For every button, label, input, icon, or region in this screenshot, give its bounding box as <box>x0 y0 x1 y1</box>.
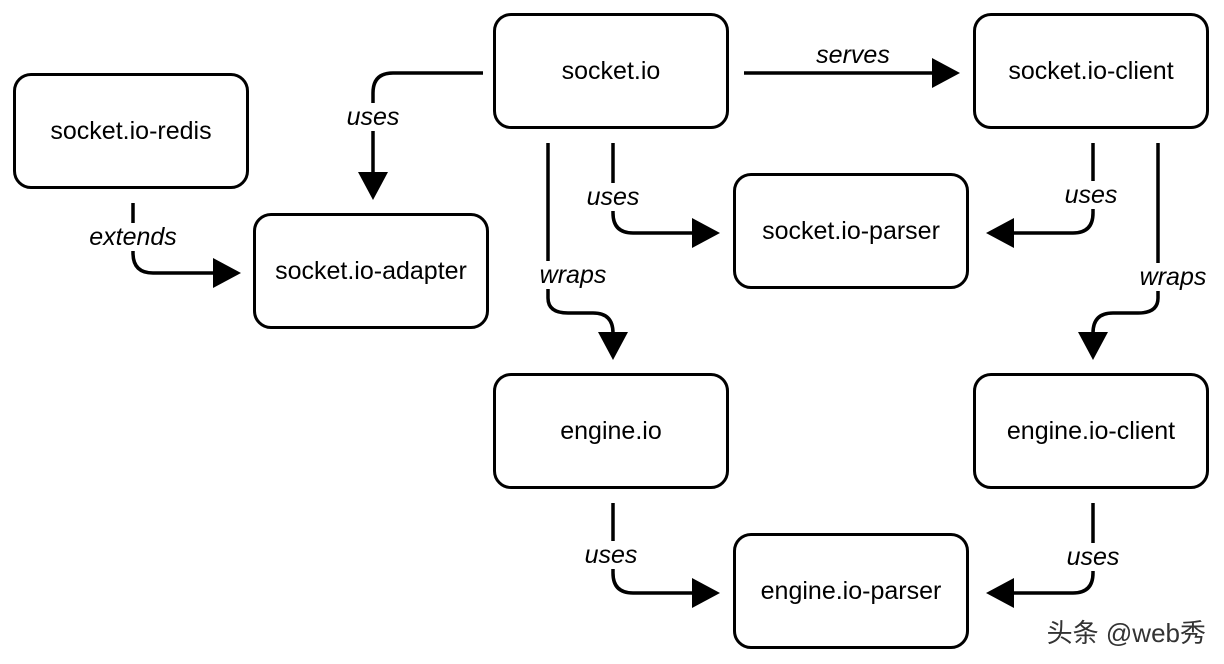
edge-uses-parser-server <box>611 143 712 235</box>
edge-uses-adapter <box>371 71 483 192</box>
node-label: socket.io-adapter <box>275 256 467 285</box>
edge-uses-engine-parser-server <box>611 503 712 595</box>
watermark: 头条 @web秀 <box>1046 618 1206 648</box>
edge-label-extends: extends <box>87 223 179 251</box>
node-engine-io-client: engine.io-client <box>973 373 1209 489</box>
node-socket-io-parser: socket.io-parser <box>733 173 969 289</box>
edge-label-serves: serves <box>814 41 892 69</box>
node-label: engine.io <box>560 416 662 445</box>
node-socket-io: socket.io <box>493 13 729 129</box>
edge-label-uses-parser-server: uses <box>584 183 642 211</box>
edge-uses-parser-client <box>994 143 1095 235</box>
node-label: socket.io-redis <box>50 116 212 145</box>
node-label: socket.io-client <box>1008 56 1174 85</box>
edge-label-wraps-server: wraps <box>537 261 609 289</box>
edge-label-uses-engine-parser-client: uses <box>1064 543 1122 571</box>
edge-wraps-client <box>1091 143 1160 352</box>
node-label: engine.io-parser <box>760 576 942 605</box>
node-engine-io-parser: engine.io-parser <box>733 533 969 649</box>
edge-extends <box>131 203 233 275</box>
edge-label-uses-adapter: uses <box>344 103 402 131</box>
node-socket-io-redis: socket.io-redis <box>13 73 249 189</box>
edge-label-uses-engine-parser-server: uses <box>582 541 640 569</box>
edge-label-uses-parser-client: uses <box>1062 181 1120 209</box>
node-engine-io: engine.io <box>493 373 729 489</box>
node-socket-io-client: socket.io-client <box>973 13 1209 129</box>
node-socket-io-adapter: socket.io-adapter <box>253 213 489 329</box>
node-label: socket.io <box>561 56 661 85</box>
edge-wraps-server <box>546 143 615 352</box>
node-label: engine.io-client <box>1006 416 1176 445</box>
edge-label-wraps-client: wraps <box>1137 263 1209 291</box>
node-label: socket.io-parser <box>762 216 940 245</box>
edge-uses-engine-parser-client <box>994 503 1095 595</box>
